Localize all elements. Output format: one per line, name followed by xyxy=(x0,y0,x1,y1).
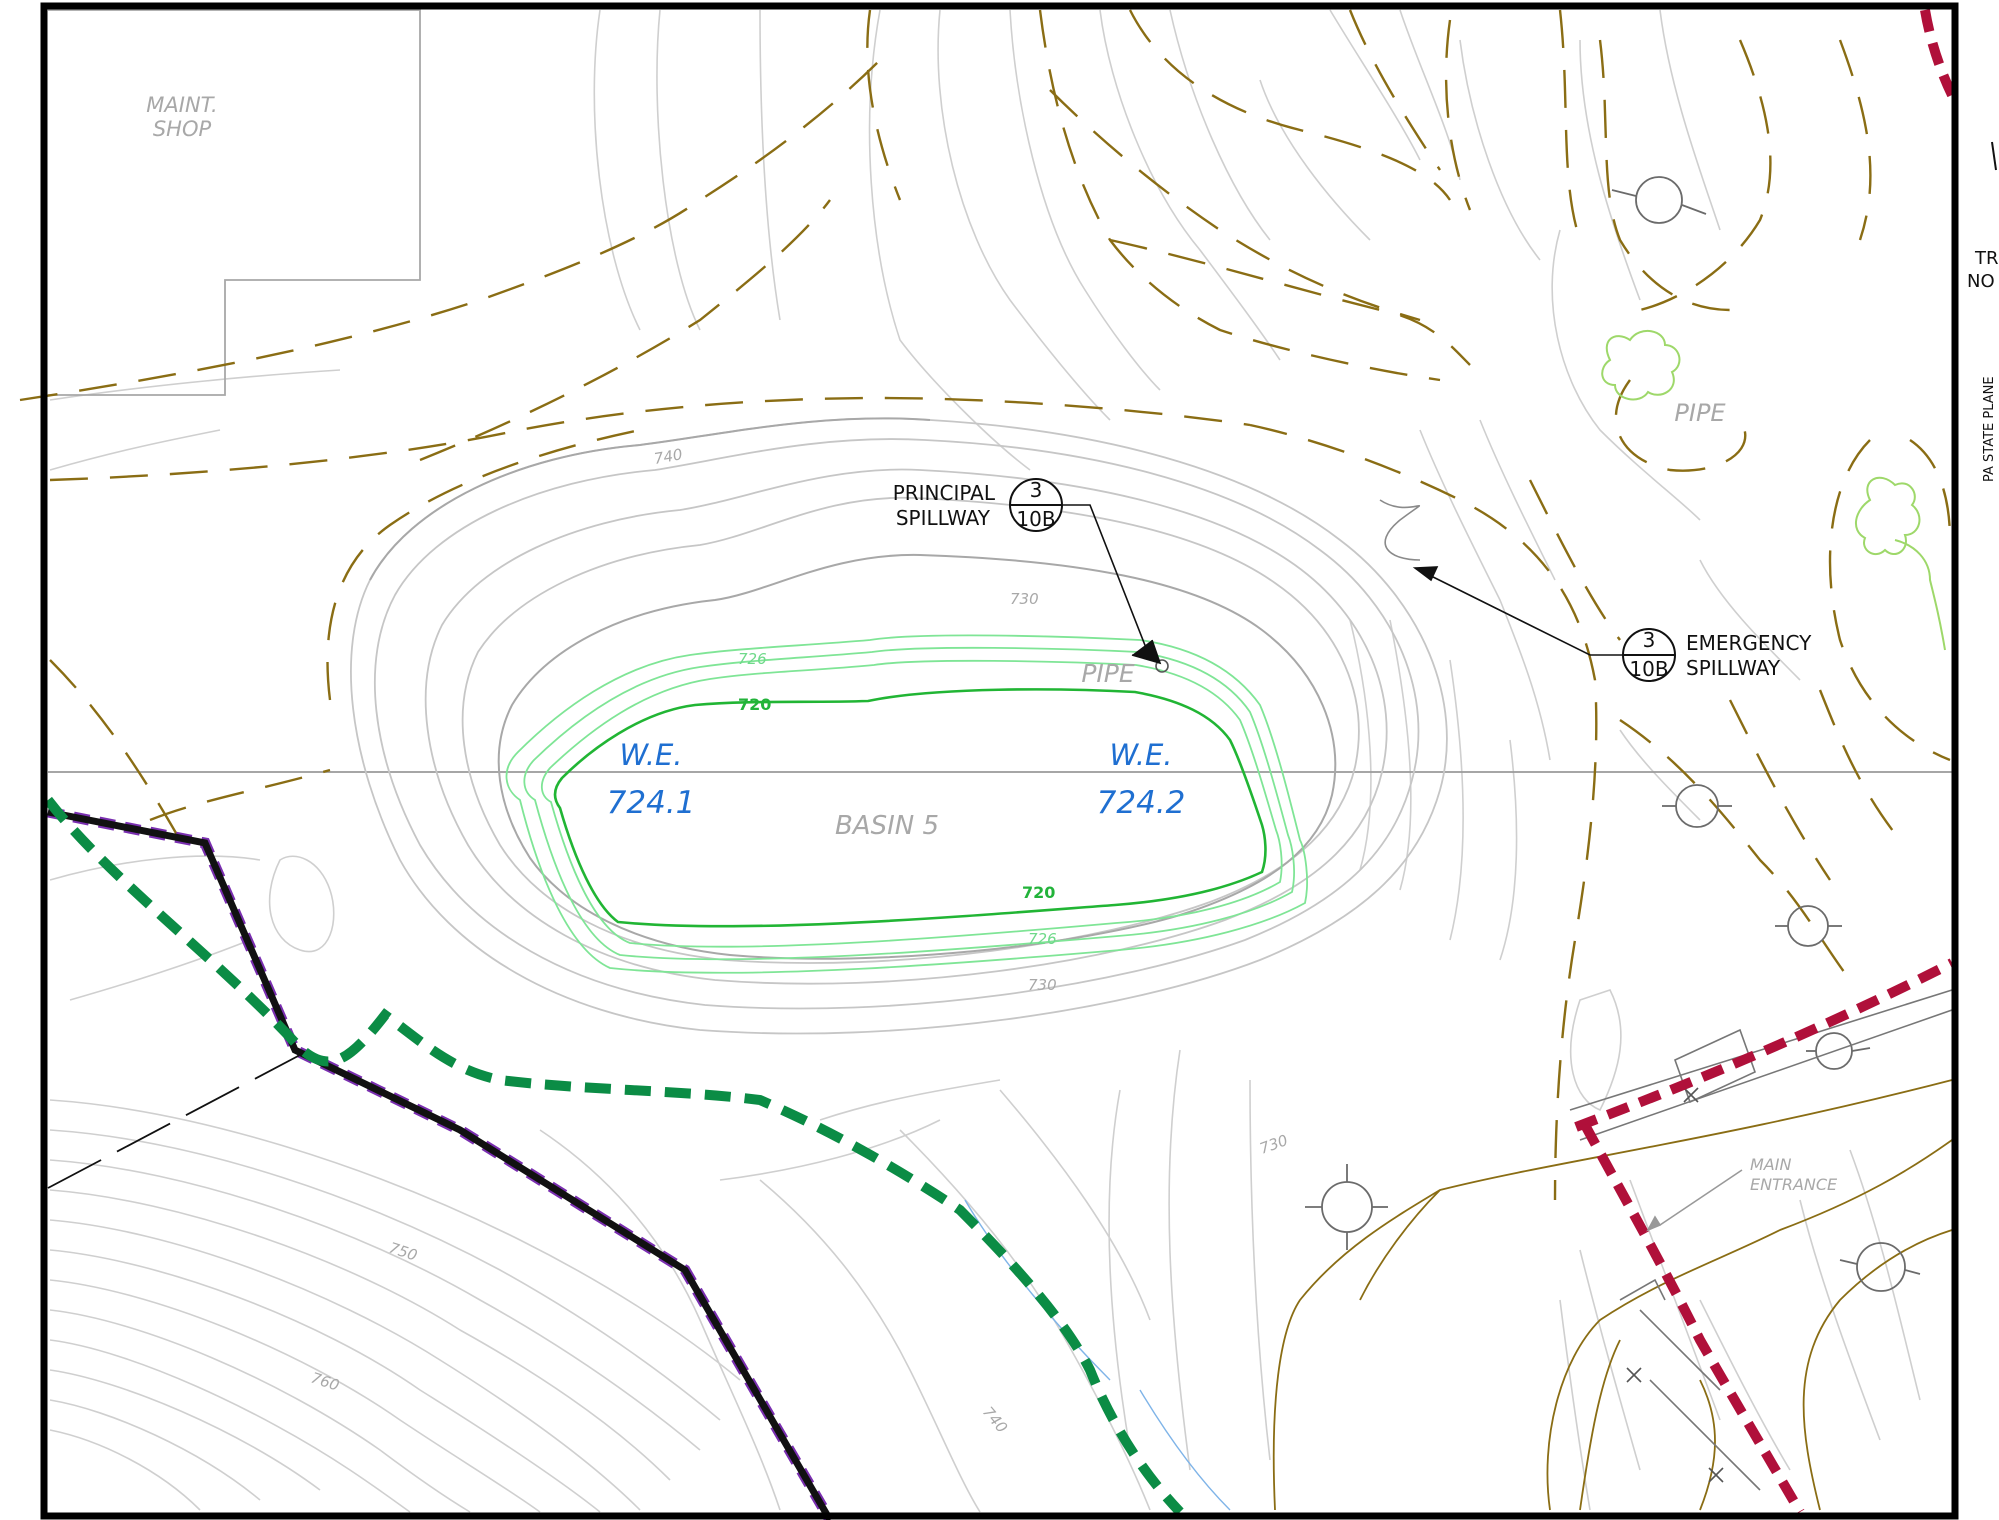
pond-contours xyxy=(505,634,1308,974)
emergency-spillway-label-2: SPILLWAY xyxy=(1686,656,1781,680)
pipe-label-center: PIPE xyxy=(1081,659,1135,688)
section-cut-line xyxy=(47,1054,301,1189)
emergency-spillway-label-1: EMERGENCY xyxy=(1686,631,1812,655)
principal-spillway-outlet-icon xyxy=(1155,659,1169,673)
right-margin-mask xyxy=(1958,0,1999,1520)
callout-leaders xyxy=(1036,504,1743,1232)
basin-outer-contours xyxy=(350,417,1448,1035)
maint-shop-label-2: SHOP xyxy=(153,117,212,141)
manhole-icon xyxy=(1305,176,1921,1292)
emergency-spillway-detail-callout: 3 10B xyxy=(1622,628,1676,682)
contour-label-726-top: 726 xyxy=(738,650,767,668)
water-elevation-left-value: 724.1 xyxy=(607,785,696,821)
principal-spillway-detail-callout: 3 10B xyxy=(1009,478,1063,532)
utility-line-red-3 xyxy=(1920,9,1957,98)
contour-740-top xyxy=(369,417,931,581)
drawing-border xyxy=(40,2,1959,1520)
utility-line-red xyxy=(1574,958,1955,1132)
pond-contour-720 xyxy=(553,688,1267,928)
emergency-callout-sheet: 10B xyxy=(1629,657,1668,681)
maint-shop-footprint xyxy=(48,9,421,396)
entrance-gate-structure xyxy=(1569,989,1953,1491)
pipe-label-top-right: PIPE xyxy=(1674,399,1726,427)
silt-fence-line xyxy=(44,796,1184,1516)
fence-x-marks xyxy=(1626,1087,1724,1483)
edge-label-tr: TR xyxy=(1974,248,1999,269)
road-edge-lines xyxy=(1272,1079,1953,1511)
contour-label-726-bottom: 726 xyxy=(1028,930,1057,948)
contour-label-750: 750 xyxy=(387,1239,420,1265)
edge-label-pa-state-plane: PA STATE PLANE xyxy=(1982,376,1997,482)
principal-callout-sheet: 10B xyxy=(1016,507,1055,531)
contour-label-730-top: 730 xyxy=(1010,590,1039,608)
principal-callout-number: 3 xyxy=(1030,478,1043,502)
water-elevation-right-value: 724.2 xyxy=(1097,785,1186,821)
water-elevation-right-title: W.E. xyxy=(1109,738,1172,772)
slope-contours-lower-left xyxy=(49,1099,741,1513)
edge-label-no: NO xyxy=(1967,271,1995,292)
main-entrance-label-2: ENTRANCE xyxy=(1750,1175,1838,1194)
property-boundary-line xyxy=(47,808,834,1520)
ditch-lines xyxy=(964,1199,1231,1511)
edge-mark xyxy=(1991,141,1997,171)
contour-730 xyxy=(497,553,1337,960)
contour-label-740-top: 740 xyxy=(653,445,684,468)
contour-label-730-bottom: 730 xyxy=(1028,976,1057,994)
slope-contours-bottom-middle xyxy=(539,1089,1151,1513)
principal-spillway-label-1: PRINCIPAL xyxy=(893,481,996,505)
existing-contours xyxy=(49,9,1921,1511)
water-elevation-left-title: W.E. xyxy=(619,738,682,772)
limit-of-disturbance-dashed xyxy=(19,9,1952,1201)
basin-label: BASIN 5 xyxy=(835,811,939,841)
emergency-spillway-channel xyxy=(1379,499,1421,561)
contour-label-720-bottom: 720 xyxy=(1022,883,1055,902)
emergency-callout-number: 3 xyxy=(1643,628,1656,652)
tree-icon xyxy=(1601,330,1946,651)
contour-label-730-right: 730 xyxy=(1257,1131,1290,1158)
contour-label-740-bottom: 740 xyxy=(979,1403,1011,1437)
principal-spillway-label-2: SPILLWAY xyxy=(896,506,991,530)
utility-line-red-2 xyxy=(1580,1122,1805,1515)
contour-label-760: 760 xyxy=(309,1369,342,1395)
contour-label-720-top: 720 xyxy=(738,695,771,714)
maint-shop-label-1: MAINT. xyxy=(146,93,217,117)
main-entrance-label-1: MAIN xyxy=(1750,1155,1791,1174)
